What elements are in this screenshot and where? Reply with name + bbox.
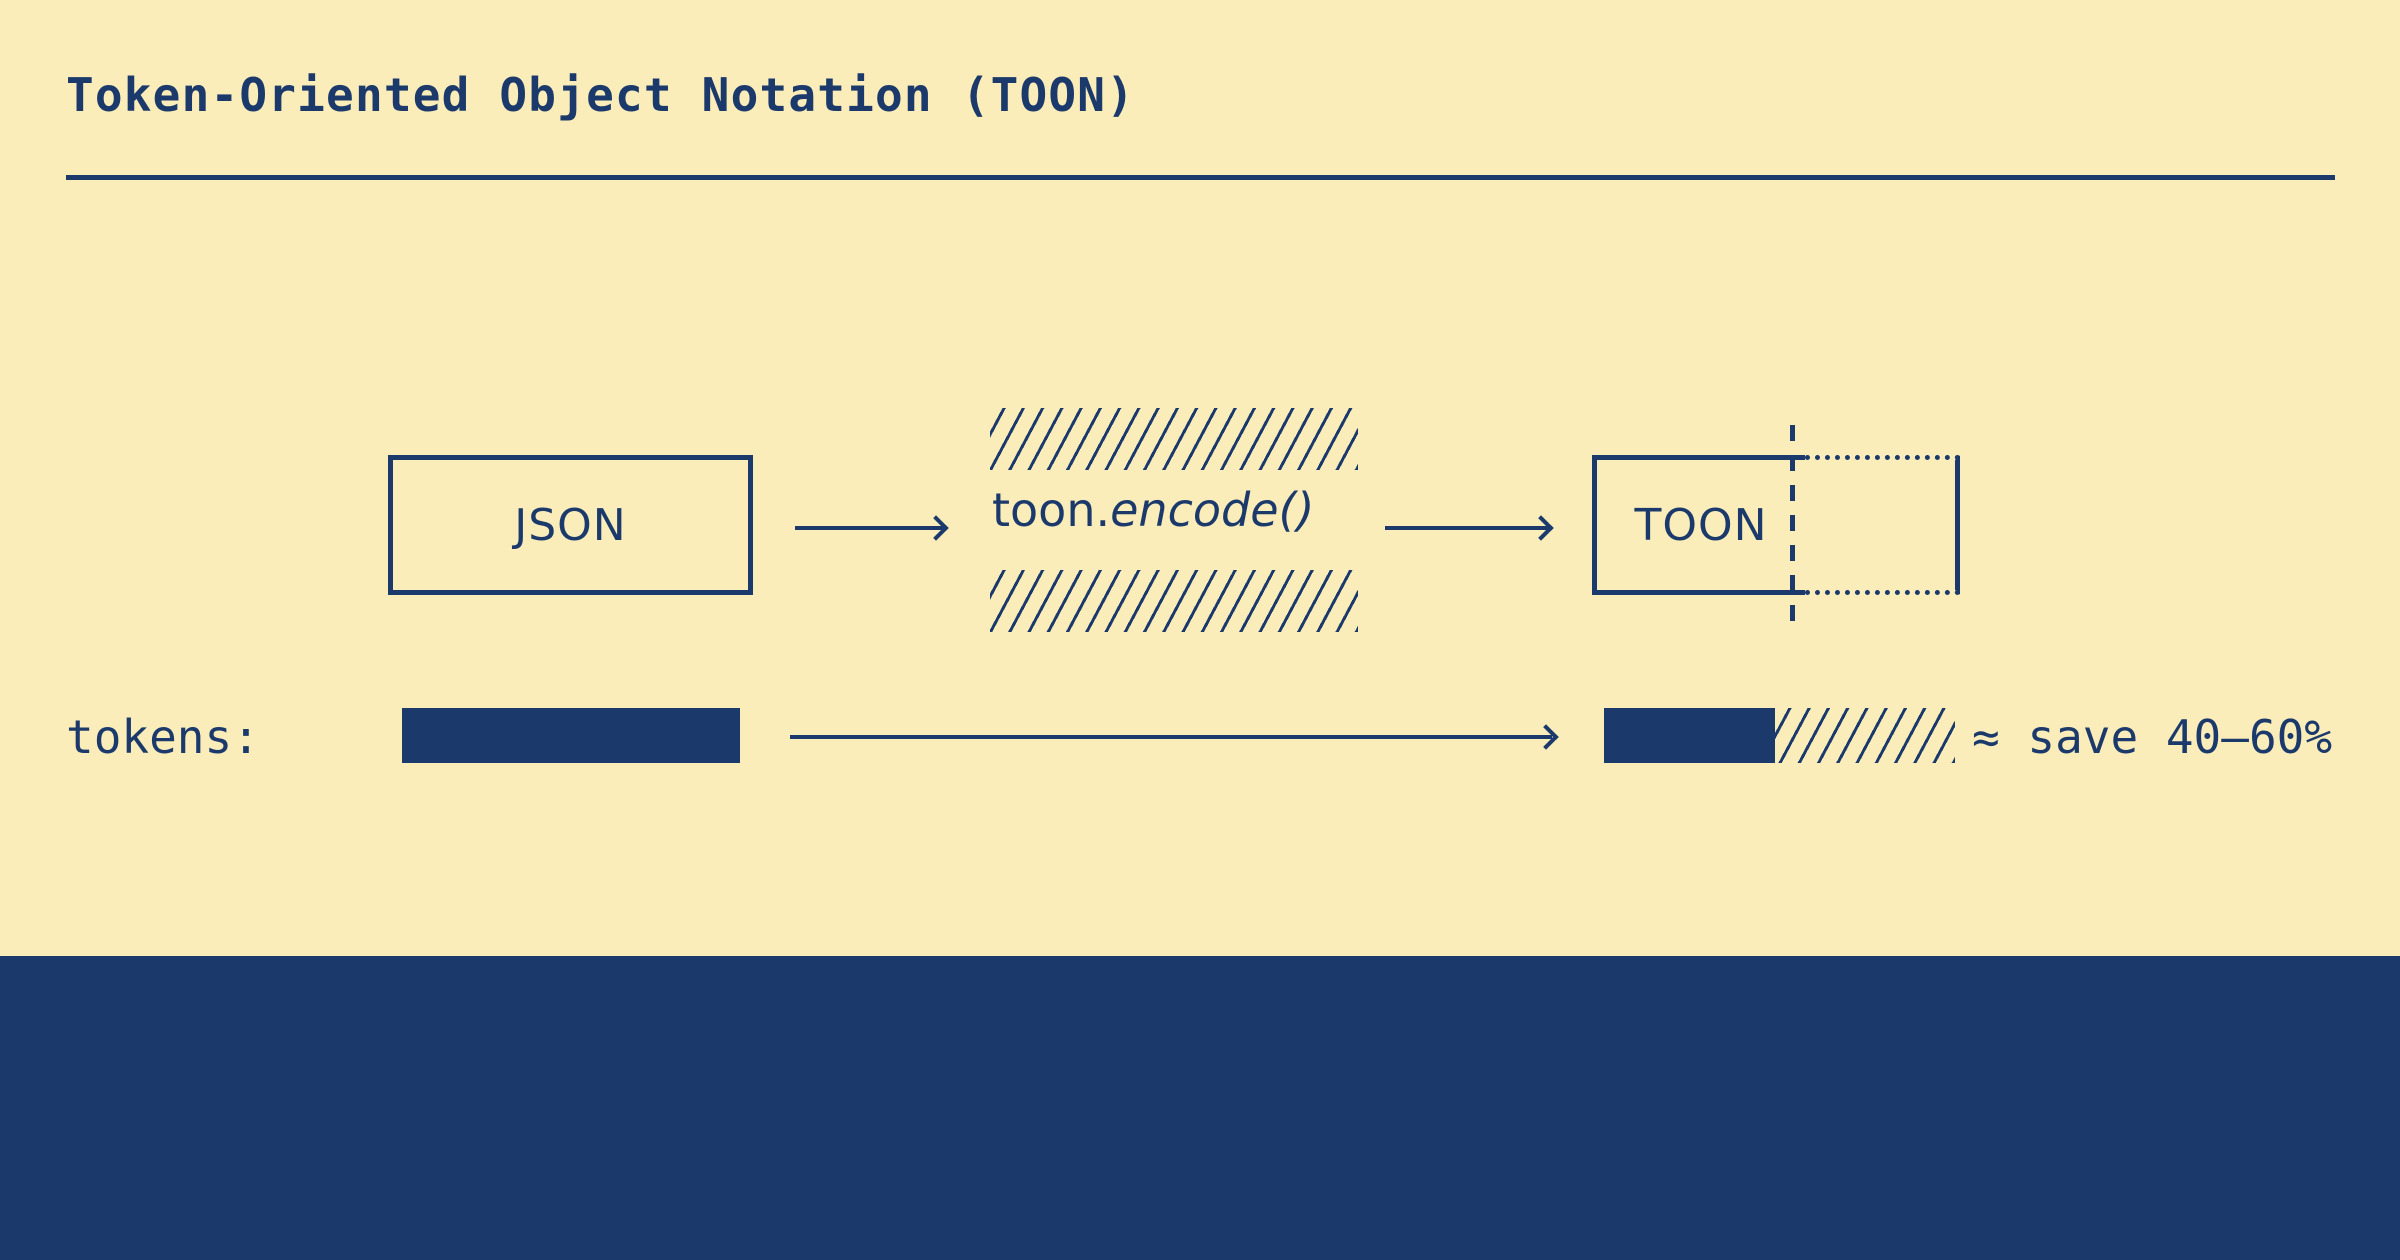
encode-label: toon.encode(): [992, 483, 1314, 537]
tokens-bar-toon-used: [1604, 708, 1775, 763]
toon-box-dashed-divider: [1790, 425, 1795, 625]
page-title: Token-Oriented Object Notation (TOON): [66, 68, 1136, 122]
arrow-json-to-encode-icon: [795, 513, 955, 543]
arrow-tokens-comparison-icon: [790, 722, 1565, 752]
encode-hatch-top: [990, 408, 1358, 470]
encode-call: encode(): [1110, 483, 1315, 537]
tokens-bar-toon-saved: [1775, 708, 1955, 763]
toon-box-label: TOON: [1634, 499, 1768, 551]
tokens-savings-note: ≈ save 40–60%: [1972, 710, 2333, 764]
tokens-label: tokens:: [66, 710, 260, 764]
json-box-label: JSON: [514, 499, 627, 551]
title-divider: [66, 175, 2335, 180]
encode-prefix: toon.: [992, 483, 1111, 537]
arrow-shaft: [795, 526, 943, 530]
arrow-head: [1533, 724, 1559, 750]
toon-box-saved-region: [1795, 455, 1960, 595]
arrow-head: [923, 515, 949, 541]
arrow-encode-to-toon-icon: [1385, 513, 1560, 543]
toon-box: TOON: [1592, 455, 1805, 595]
sample-panel: sample: JSON→{ "tags": ["jazz", "chill",…: [0, 956, 2400, 1260]
tokens-bar-json: [402, 708, 740, 763]
arrow-shaft: [1385, 526, 1548, 530]
arrow-head: [1528, 515, 1554, 541]
encode-hatch-bottom: [990, 570, 1358, 632]
json-box: JSON: [388, 455, 753, 595]
arrow-shaft: [790, 735, 1552, 739]
